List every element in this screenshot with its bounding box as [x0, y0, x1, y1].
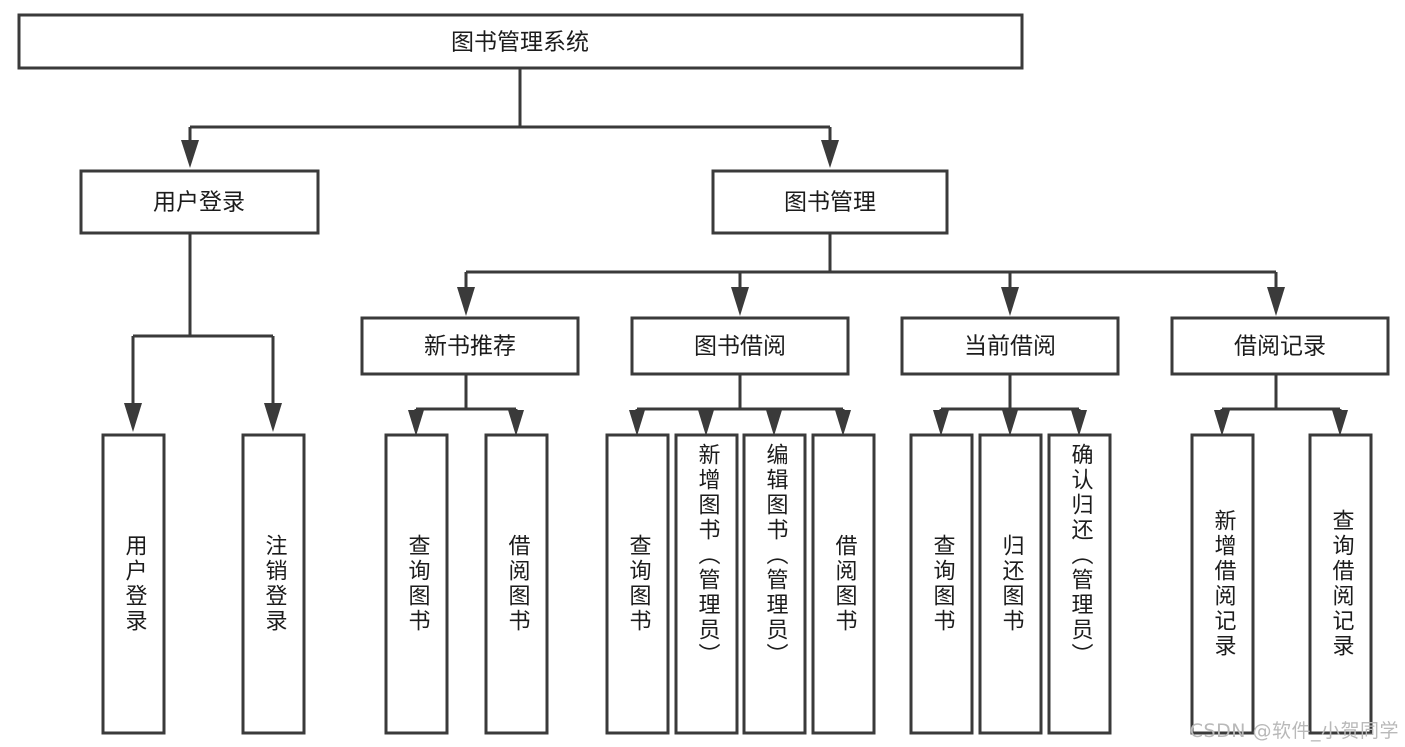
- leaf-add-borrow-record[interactable]: [1190, 433, 1255, 735]
- arrow-head-icon: [1002, 410, 1018, 436]
- arrow-head-icon: [408, 410, 424, 436]
- connector-root-to-level2: [181, 68, 839, 168]
- arrow-head-icon: [933, 410, 949, 436]
- node-book-borrow-label: 图书借阅: [694, 334, 786, 360]
- arrow-head-icon: [698, 410, 714, 436]
- node-user-login[interactable]: [79, 169, 320, 235]
- arrow-head-icon: [835, 410, 851, 436]
- leaf-borrow-book-recommend[interactable]: [484, 433, 549, 735]
- connector-bookmgmt-to-level3: [457, 233, 1285, 316]
- leaf-confirm-return-admin[interactable]: [1047, 433, 1112, 735]
- leaf-user-login[interactable]: [101, 433, 166, 735]
- leaf-query-book-current[interactable]: [909, 433, 974, 735]
- arrow-head-icon: [731, 287, 749, 316]
- arrow-head-icon: [821, 140, 839, 168]
- arrow-head-icon: [181, 140, 199, 168]
- connector-newbook-to-leaves: [408, 374, 524, 436]
- connector-currentborrow-to-leaves: [933, 374, 1087, 436]
- arrow-head-icon: [629, 410, 645, 436]
- node-root-system[interactable]: [17, 13, 1024, 70]
- arrow-head-icon: [508, 410, 524, 436]
- node-root-system-label: 图书管理系统: [451, 30, 589, 56]
- arrow-head-icon: [124, 403, 142, 432]
- node-current-borrow[interactable]: [900, 316, 1120, 376]
- node-book-management[interactable]: [711, 169, 949, 235]
- node-user-login-label: 用户登录: [153, 190, 245, 216]
- leaf-add-book-admin[interactable]: [674, 433, 739, 735]
- arrow-head-icon: [1071, 410, 1087, 436]
- leaf-query-book-borrow[interactable]: [605, 433, 670, 735]
- leaf-return-book[interactable]: [978, 433, 1043, 735]
- connector-bookborrow-to-leaves: [629, 374, 851, 436]
- connector-userlogin-to-leaves: [124, 233, 282, 432]
- node-borrow-record-label: 借阅记录: [1234, 334, 1326, 360]
- leaf-logout[interactable]: [241, 433, 306, 735]
- leaf-query-borrow-record[interactable]: [1308, 433, 1373, 735]
- leaf-edit-book-admin[interactable]: [742, 433, 807, 735]
- leaf-query-book-recommend[interactable]: [384, 433, 449, 735]
- arrow-head-icon: [1214, 410, 1230, 436]
- node-new-book-recommend[interactable]: [360, 316, 580, 376]
- arrow-head-icon: [264, 403, 282, 432]
- node-book-management-label: 图书管理: [784, 190, 876, 216]
- arrow-head-icon: [1332, 410, 1348, 436]
- arrow-head-icon: [1267, 287, 1285, 316]
- leaf-borrow-book[interactable]: [811, 433, 876, 735]
- node-book-borrow[interactable]: [630, 316, 850, 376]
- node-current-borrow-label: 当前借阅: [964, 334, 1056, 360]
- arrow-head-icon: [766, 410, 782, 436]
- arrow-head-icon: [1001, 287, 1019, 316]
- node-new-book-recommend-label: 新书推荐: [424, 334, 516, 360]
- csdn-watermark: CSDN @软件_小贺同学: [1189, 720, 1399, 742]
- connector-borrowrecord-to-leaves: [1214, 374, 1348, 436]
- node-borrow-record[interactable]: [1170, 316, 1390, 376]
- arrow-head-icon: [457, 287, 475, 316]
